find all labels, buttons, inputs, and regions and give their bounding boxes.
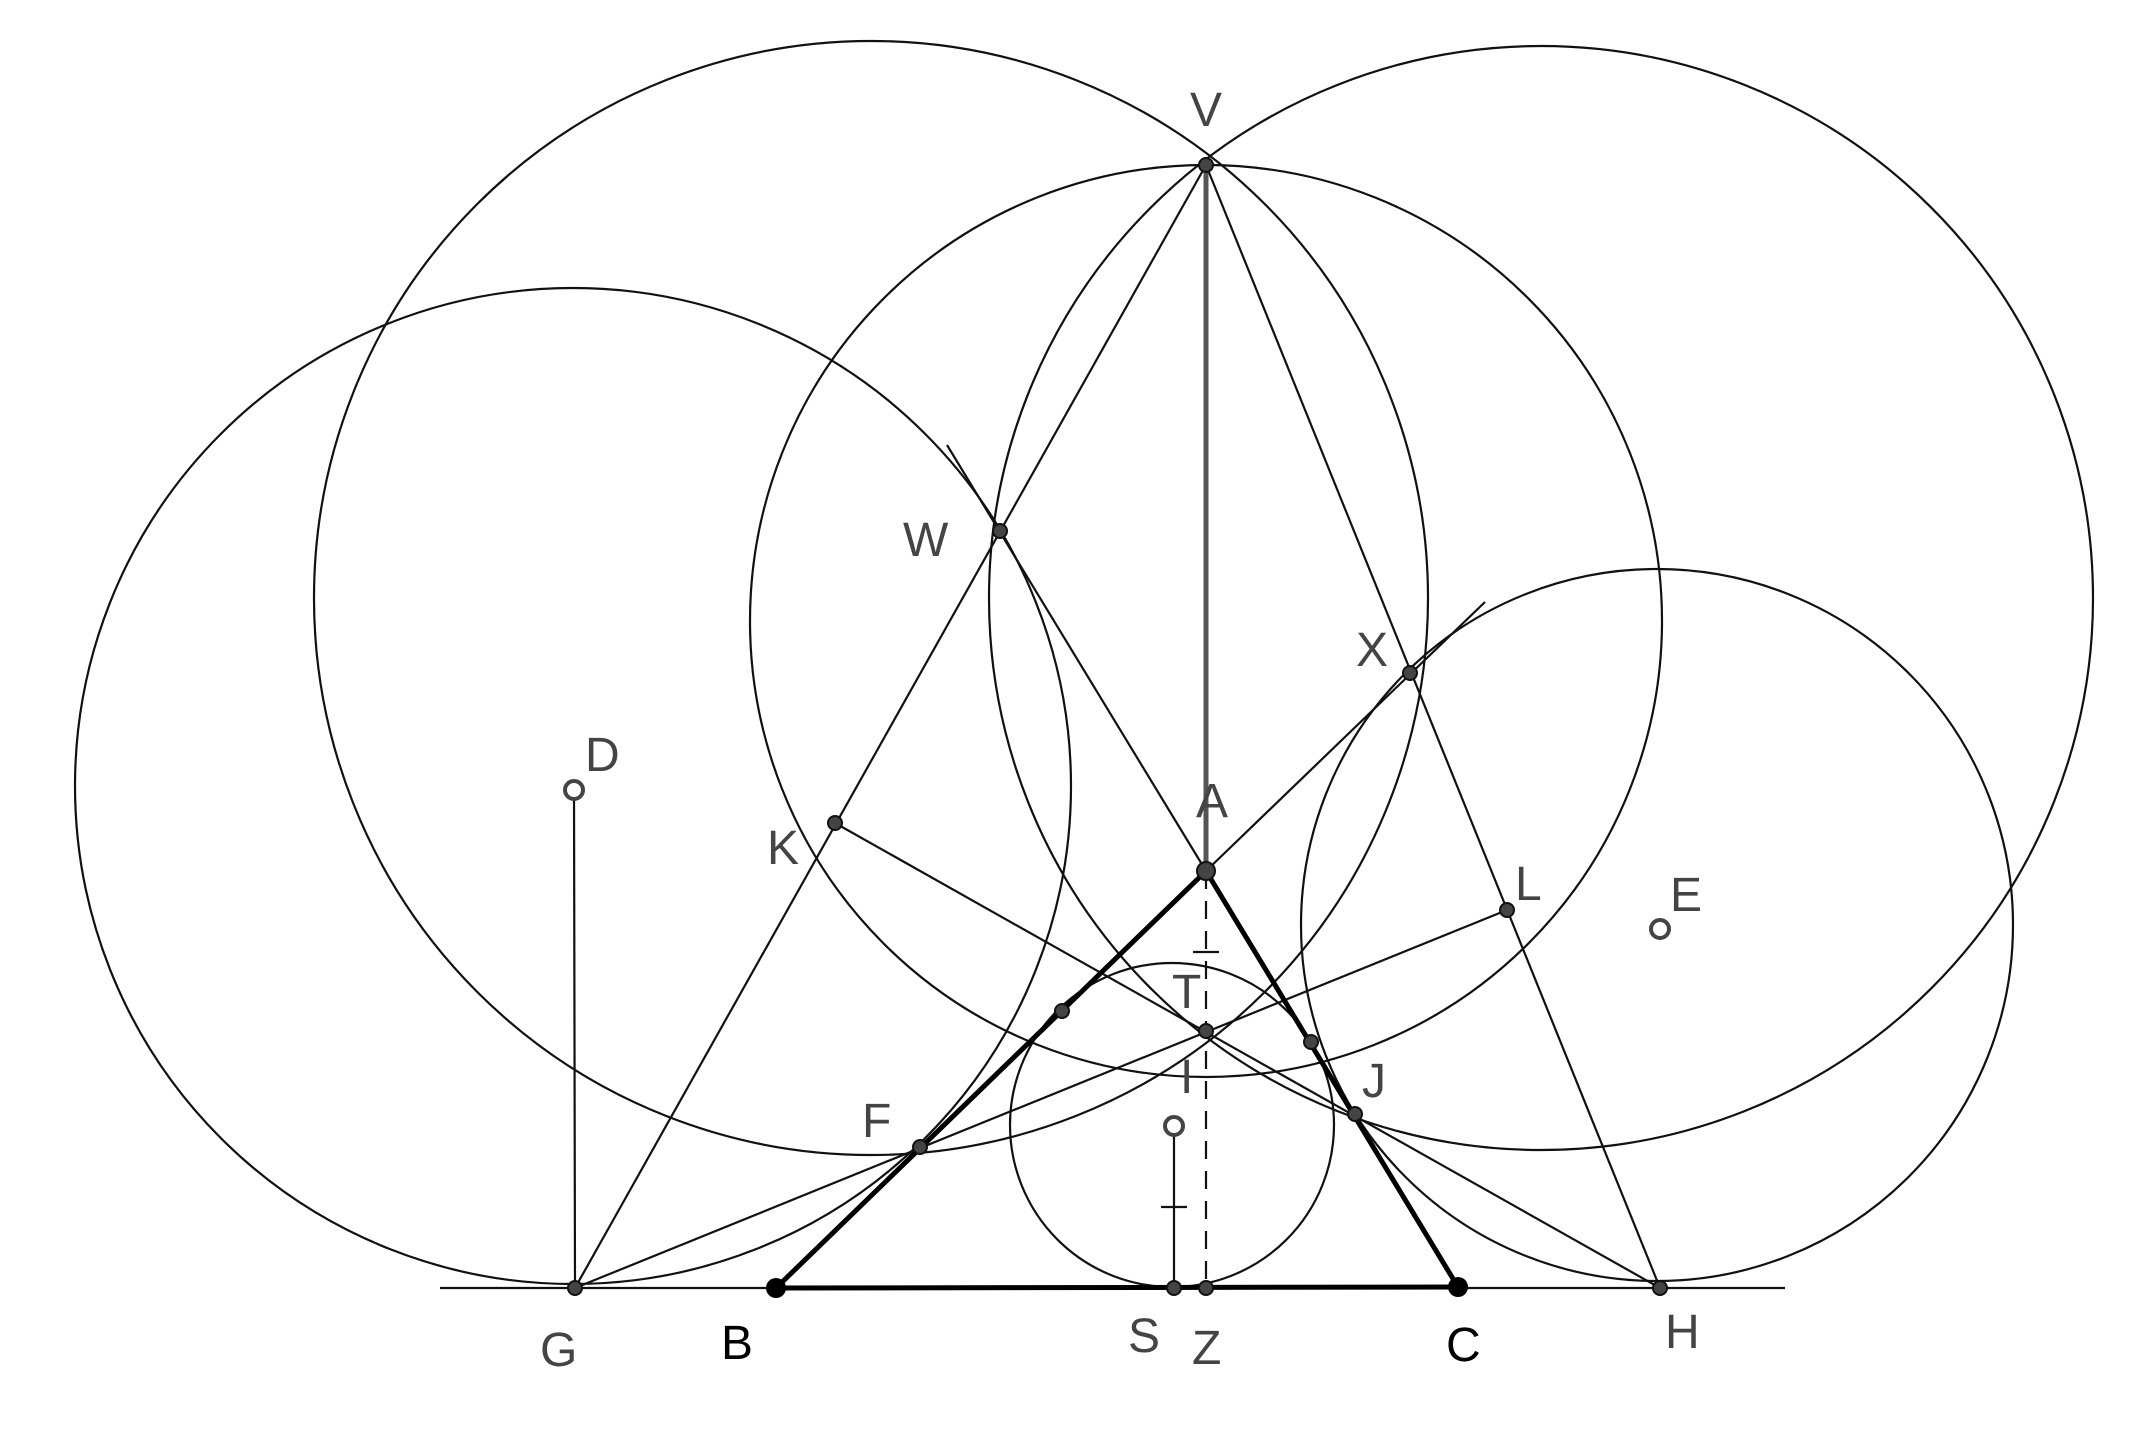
point-J xyxy=(1347,1106,1363,1122)
point-A xyxy=(1196,861,1216,881)
label-A: A xyxy=(1196,775,1228,828)
label-F: F xyxy=(862,1095,891,1148)
label-L: L xyxy=(1515,858,1542,911)
label-Z: Z xyxy=(1192,1322,1221,1375)
label-W: W xyxy=(903,514,949,567)
label-E: E xyxy=(1670,869,1702,922)
label-B: B xyxy=(721,1317,753,1370)
point-tangent-AC xyxy=(1303,1034,1319,1050)
label-H: H xyxy=(1665,1306,1700,1359)
circle-big-left xyxy=(312,39,1430,1157)
label-G: G xyxy=(540,1324,577,1377)
label-J: J xyxy=(1362,1055,1386,1108)
circle-big-right xyxy=(987,44,2095,1152)
point-F xyxy=(912,1139,928,1155)
side-A-B xyxy=(773,868,1209,1291)
line-V-H xyxy=(1204,164,1662,1289)
point-S xyxy=(1166,1280,1182,1296)
label-D: D xyxy=(585,729,620,782)
label-T: T xyxy=(1172,966,1201,1019)
line-G-L xyxy=(574,908,1508,1290)
label-I: I xyxy=(1180,1051,1193,1104)
hollow-points xyxy=(563,779,1671,1137)
side-B-C xyxy=(773,1284,1461,1291)
point-W xyxy=(992,523,1008,539)
label-C: C xyxy=(1446,1319,1481,1372)
point-L xyxy=(1499,902,1515,918)
label-X: X xyxy=(1356,624,1388,677)
point-E xyxy=(1649,918,1671,940)
label-S: S xyxy=(1128,1310,1160,1363)
label-V: V xyxy=(1190,84,1222,137)
side-A-C xyxy=(1203,868,1461,1290)
point-H xyxy=(1652,1280,1668,1296)
line-W-A xyxy=(946,444,1207,872)
label-K: K xyxy=(767,822,799,875)
point-X xyxy=(1402,665,1418,681)
point-K xyxy=(827,815,843,831)
line-D-G xyxy=(572,789,577,1289)
points xyxy=(567,157,1668,1296)
point-G xyxy=(567,1280,583,1296)
point-tangent-AB xyxy=(1054,1003,1070,1019)
point-I xyxy=(1163,1115,1185,1137)
line-K-H xyxy=(834,822,1661,1289)
point-C xyxy=(1448,1277,1468,1297)
point-T xyxy=(1198,1023,1214,1039)
point-V xyxy=(1198,157,1214,173)
point-B xyxy=(766,1278,786,1298)
point-D xyxy=(563,779,585,801)
line-V-G xyxy=(574,164,1207,1289)
line-A-X xyxy=(1205,601,1486,872)
point-Z xyxy=(1198,1280,1214,1296)
